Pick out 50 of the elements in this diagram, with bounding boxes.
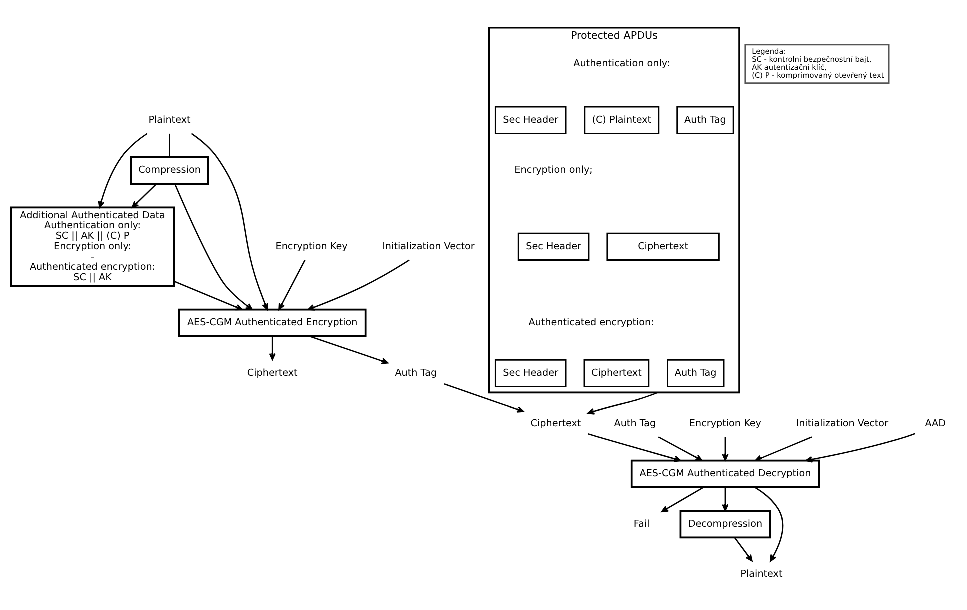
node-text: Ciphertext [530, 418, 582, 430]
arrow [444, 383, 524, 413]
arrow [308, 260, 410, 311]
arrow [588, 434, 682, 462]
arrow [174, 280, 243, 311]
arrow [806, 433, 916, 463]
node-text: Initialization Vector [382, 241, 475, 252]
node-box: AES-CGM Authenticated Encryption [178, 308, 367, 338]
node-text: Ciphertext [247, 368, 298, 379]
arrow [98, 133, 148, 208]
arrow [174, 184, 253, 310]
node-box: Ciphertext [606, 232, 720, 261]
node-text: Encryption Key [689, 418, 762, 430]
arrow [310, 336, 389, 364]
label: Encryption only; [514, 165, 593, 176]
node-text: Plaintext [740, 569, 783, 580]
arrow [588, 392, 658, 415]
arrow [191, 133, 268, 310]
arrow [132, 184, 158, 208]
arrow [722, 488, 729, 512]
arrow [661, 486, 704, 513]
node-box: Sec Header [494, 359, 567, 388]
arrow [754, 486, 784, 562]
node-box: Compression [130, 156, 210, 185]
node-text: Auth Tag [614, 418, 656, 430]
arrow [755, 436, 812, 462]
node-box: Auth Tag [676, 106, 734, 134]
node-box: Additional Authenticated Data Authentication only: SC || AK || (C) P Encryption only: - Authenticated encryption: SC || AK [10, 206, 176, 288]
connector [169, 134, 170, 158]
node-box: Legenda: SC - kontrolní bezpečnostní bajt, AK autentizační klíč, (C) P - komprimovaný otevřený text [744, 44, 890, 84]
node-box: Sec Header [494, 106, 567, 134]
node-box: Sec Header [518, 232, 590, 261]
label: Authenticated encryption: [528, 318, 654, 329]
node-text: AAD [925, 418, 946, 430]
node-box: Auth Tag [667, 359, 725, 388]
node-box: Decompression [680, 510, 772, 539]
node-box: Ciphertext [584, 359, 650, 388]
label: Authentication only: [574, 58, 670, 70]
arrow [734, 538, 753, 562]
node-text: Encryption Key [276, 241, 348, 252]
arrow [658, 436, 703, 462]
node-box: AES-CGM Authenticated Decryption [630, 460, 820, 488]
arrow [269, 336, 276, 360]
arrow [722, 437, 729, 462]
node-text: Plaintext [148, 114, 191, 126]
arrow [278, 260, 306, 310]
node-box: (C) Plaintext [584, 106, 660, 134]
node-text: Fail [634, 518, 650, 530]
node-text: Initialization Vector [796, 418, 889, 430]
node-text: Auth Tag [395, 368, 438, 379]
